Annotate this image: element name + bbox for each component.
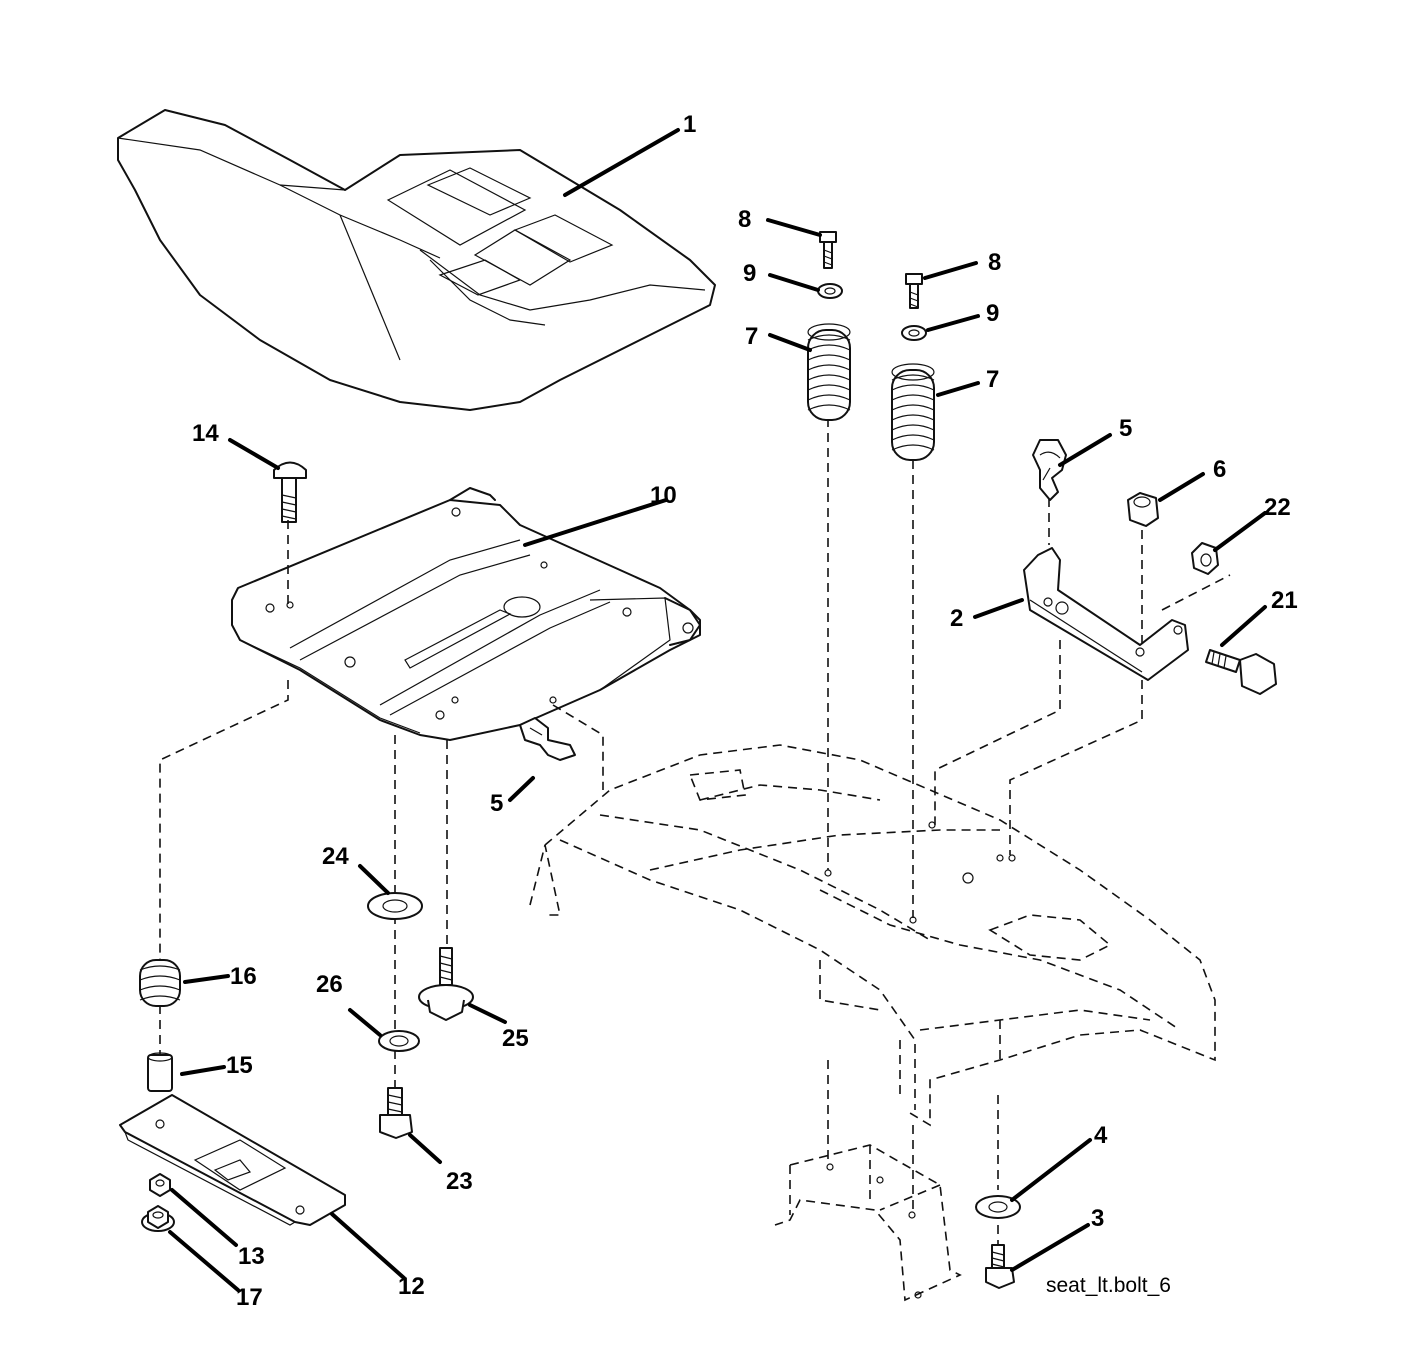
hex-nut <box>1127 492 1159 527</box>
shoulder-bolt <box>1205 649 1277 695</box>
callout-3: 3 <box>1091 1205 1104 1232</box>
callout-2: 2 <box>950 605 963 632</box>
callout-14: 14 <box>192 420 219 447</box>
small-nut <box>149 1173 171 1197</box>
alignment-lines <box>159 418 1231 1245</box>
callout-13: 13 <box>238 1243 265 1270</box>
spring-right <box>891 363 935 461</box>
seat <box>117 109 716 411</box>
carriage-bolt <box>273 461 307 523</box>
callout-9-right: 9 <box>986 300 999 327</box>
flange-bolt <box>418 947 474 1021</box>
callout-5-upper: 5 <box>1119 415 1132 442</box>
hex-bolt <box>379 1087 413 1139</box>
callout-16: 16 <box>230 963 257 990</box>
fender-frame <box>529 744 1216 1127</box>
flat-washer <box>367 892 423 920</box>
wire-clip-lower <box>519 717 576 761</box>
flange-nut <box>141 1205 175 1232</box>
callout-23: 23 <box>446 1168 473 1195</box>
callout-24: 24 <box>322 843 349 870</box>
frame-bolt <box>985 1244 1015 1289</box>
callout-10: 10 <box>650 482 677 509</box>
callout-8-left: 8 <box>738 206 751 233</box>
callout-7-left: 7 <box>745 323 758 350</box>
callout-9-left: 9 <box>743 260 756 287</box>
adjuster-plate <box>119 1094 346 1226</box>
callout-17: 17 <box>236 1284 263 1311</box>
wire-clip-upper <box>1032 439 1067 501</box>
lock-washer <box>378 1030 420 1052</box>
callout-15: 15 <box>226 1052 253 1079</box>
pan-bolt-right <box>905 273 923 309</box>
frame-washer <box>975 1195 1021 1219</box>
callout-6: 6 <box>1213 456 1226 483</box>
seat-bracket <box>1023 547 1189 681</box>
drawing-code: seat_lt.bolt_6 <box>1046 1274 1171 1297</box>
spring-left <box>807 323 851 421</box>
callout-12: 12 <box>398 1273 425 1300</box>
callout-8-right: 8 <box>988 249 1001 276</box>
callout-5-lower: 5 <box>490 790 503 817</box>
callout-26: 26 <box>316 971 343 998</box>
lower-frame-bracket <box>774 1144 962 1302</box>
callout-7-right: 7 <box>986 366 999 393</box>
washer-left <box>817 283 843 299</box>
spacer <box>147 1052 173 1092</box>
small-spring <box>139 959 181 1007</box>
callout-25: 25 <box>502 1025 529 1052</box>
washer-right <box>901 325 927 341</box>
lock-nut <box>1191 542 1219 575</box>
pan-bolt-left <box>819 231 837 269</box>
leader-lines <box>168 128 1267 1292</box>
seat-pan <box>231 487 701 741</box>
callout-1: 1 <box>683 111 696 138</box>
callout-labels: 1 8 8 9 9 7 7 5 14 6 10 22 21 2 5 24 16 … <box>192 111 1298 1311</box>
callout-21: 21 <box>1271 587 1298 614</box>
callout-4: 4 <box>1094 1122 1108 1149</box>
callout-22: 22 <box>1264 494 1291 521</box>
